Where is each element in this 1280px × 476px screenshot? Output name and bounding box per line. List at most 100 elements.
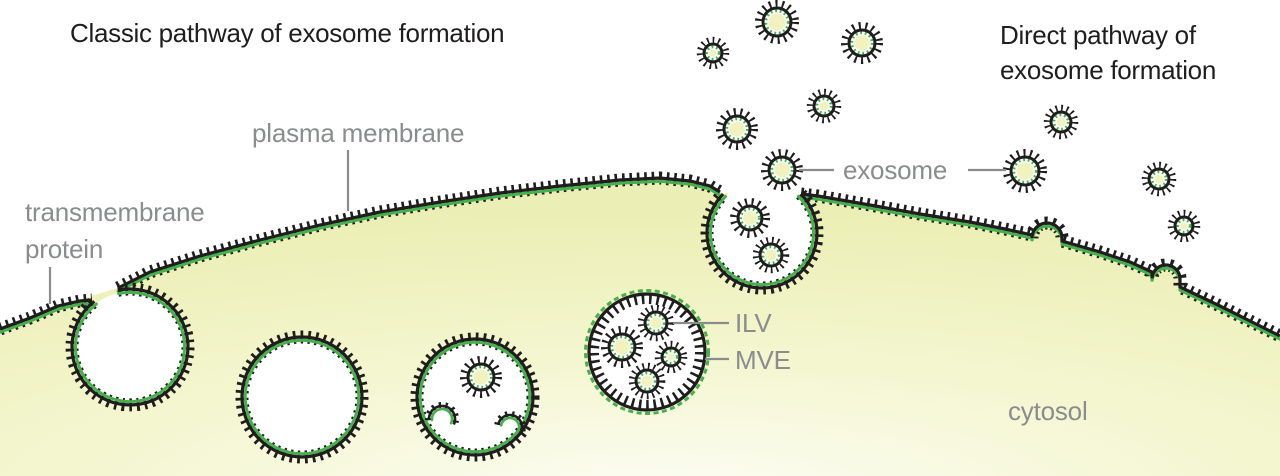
exosome-8-spikes [1043, 104, 1079, 140]
label-cytosol: cytosol [1008, 396, 1088, 426]
exosome-4-green-ring [815, 97, 833, 115]
label-protein: protein [25, 234, 103, 264]
membrane-right-bilayer [800, 192, 1280, 338]
ilv-2-core [614, 339, 630, 355]
label-plasma-membrane: plasma membrane [252, 118, 464, 148]
ilv-1-green-ring [646, 313, 666, 333]
exosome-2-core [709, 49, 717, 57]
title-direct-pathway-line1: Direct pathway of [1000, 20, 1197, 50]
exosome-5-spikes [716, 108, 758, 150]
forming-ilv-green-ring [469, 365, 493, 389]
inward-bud-1-line [427, 404, 457, 425]
releasing-exosome-2-membrane [758, 242, 784, 268]
exosome-8-core [1056, 117, 1066, 127]
exosome-4-spikes [806, 88, 842, 124]
releasing-exosome-2-spikes [752, 236, 790, 274]
early-endosome-bilayer [240, 335, 364, 459]
exosome-1-green-ring [764, 9, 790, 35]
exosome-5-green-ring [725, 117, 749, 141]
exosome-8-green-ring [1052, 113, 1070, 131]
ilv-3-green-ring [663, 349, 679, 365]
mve-ticks [589, 294, 705, 410]
forming-ilv-spikes [460, 356, 502, 398]
ilv-4-green-ring [637, 371, 657, 391]
membrane-center-inner-leaflet [116, 179, 722, 293]
forming-ilv-core [473, 369, 489, 385]
releasing-exosome-1 [730, 198, 770, 238]
exosome-5 [716, 108, 758, 150]
membrane-right-inner-leaflet [799, 195, 1280, 341]
ilv-1 [637, 304, 675, 342]
fusion-cup-inner-leaflet [708, 195, 816, 287]
exosome-1 [755, 0, 799, 44]
exosome-9 [1141, 161, 1177, 197]
inward-bud-1-green [430, 407, 454, 425]
label-exosome: exosome [843, 155, 947, 185]
ilv-3-membrane [660, 346, 682, 368]
releasing-exosome-2-green-ring [761, 245, 781, 265]
inward-bud-2-green [499, 416, 521, 434]
early-endosome-lumen [244, 339, 360, 455]
exosome-7-spikes [1003, 149, 1047, 193]
exosome-8 [1043, 104, 1079, 140]
exosome-3-core [854, 35, 870, 51]
exosome-9-spikes [1141, 161, 1177, 197]
membrane-left-bilayer [0, 298, 93, 331]
exosome-10-membrane [1173, 215, 1195, 237]
exosome-10-spikes [1167, 209, 1201, 243]
releasing-exosome-2 [752, 236, 790, 274]
ilv-1-spikes [637, 304, 675, 342]
exosome-3-spikes [841, 22, 883, 64]
exosome-10-core [1180, 222, 1188, 230]
exosome-4-membrane [812, 94, 836, 118]
label-ilv: ILV [735, 308, 772, 338]
inward-bud-2-line [496, 413, 524, 435]
budding-vesicle-bilayer [70, 287, 190, 407]
ilv-4 [628, 362, 666, 400]
ilv-3 [654, 340, 688, 374]
exosome-10 [1167, 209, 1201, 243]
exosome-10-green-ring [1176, 218, 1192, 234]
label-pointer-lines [48, 150, 1006, 361]
exosome-2 [696, 36, 730, 70]
ilv-2 [601, 326, 643, 368]
exosome-7-core [1016, 162, 1034, 180]
exosome-6-green-ring [770, 158, 794, 182]
budding-vesicle-inner-leaflet [73, 290, 187, 404]
exosome-7 [1003, 149, 1047, 193]
membrane-center-bilayer [117, 176, 721, 290]
maturing-endosome-inner-leaflet [418, 340, 532, 454]
membrane-left-inner-leaflet [0, 301, 94, 334]
releasing-exosome-1-core [743, 211, 757, 225]
releasing-exosome-1-green-ring [739, 207, 761, 229]
exosome-2-spikes [696, 36, 730, 70]
maturing-endosome-lumen [419, 341, 531, 453]
releasing-exosome-2-core [765, 249, 777, 261]
exosome-4-core [819, 101, 829, 111]
exosome-2-membrane [702, 42, 724, 64]
mve-outer-leaflet [584, 289, 710, 415]
ilv-1-core [650, 317, 662, 329]
label-mve: MVE [735, 345, 791, 375]
ilv-4-membrane [634, 368, 660, 394]
exosome-4 [806, 88, 842, 124]
releasing-exosome-1-spikes [730, 198, 770, 238]
early-endosome-inner-leaflet [243, 338, 361, 456]
exosome-9-membrane [1147, 167, 1171, 191]
ilv-3-core [667, 353, 675, 361]
exosome-3 [841, 22, 883, 64]
title-direct-pathway-line2: exosome formation [1000, 55, 1216, 85]
forming-ilv [460, 356, 502, 398]
plasma-membrane [0, 171, 1280, 342]
ilv-3-spikes [654, 340, 688, 374]
ilv-2-spikes [601, 326, 643, 368]
exosome-5-core [729, 121, 745, 137]
exosome-6 [761, 149, 803, 191]
budding-vesicle-lumen [75, 292, 185, 402]
exosome-6-core [774, 162, 790, 178]
fusion-cup-bilayer [705, 193, 819, 290]
ilv-1-membrane [643, 310, 669, 336]
maturing-endosome-bilayer [415, 337, 535, 457]
exosome-9-core [1154, 174, 1164, 184]
